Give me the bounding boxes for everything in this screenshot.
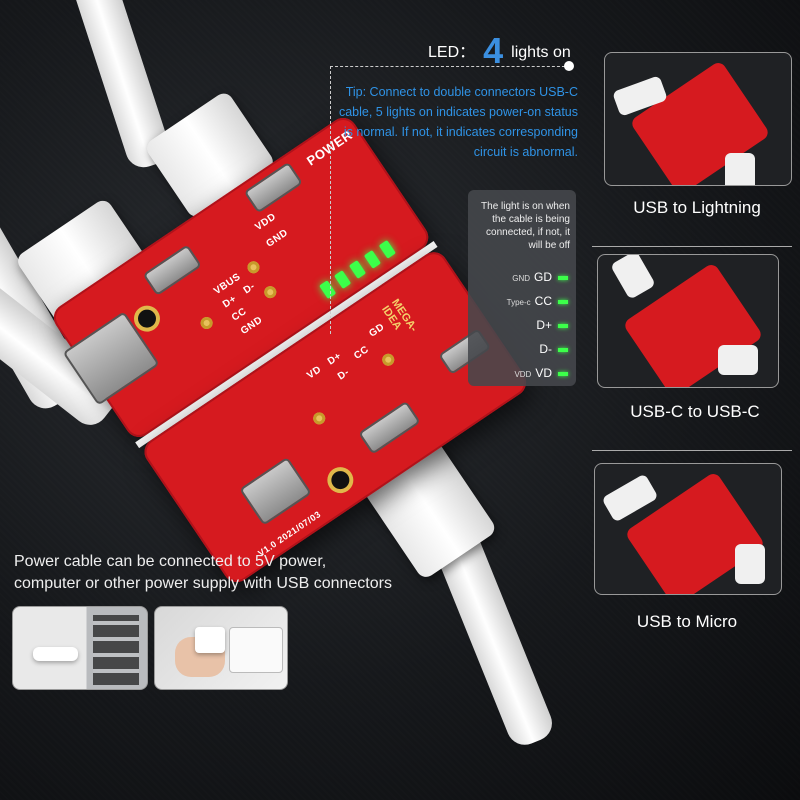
legend-row-dminus: D- [468, 342, 568, 356]
legend-description: The light is on when the cable is being … [481, 201, 570, 251]
legend-label: GD [534, 270, 552, 284]
wall-adapter-photo [154, 606, 288, 690]
pin-gd: GD [367, 321, 387, 340]
legend-prefix: GND [512, 274, 530, 283]
legend-row-gd: GND GD [468, 270, 568, 284]
led-bar [558, 275, 568, 280]
led-indicator [378, 239, 396, 259]
mode-photo-micro [594, 463, 782, 595]
mount-hole [134, 306, 160, 332]
mode-caption-usbc: USB-C to USB-C [630, 402, 760, 421]
pin-dminus: D- [241, 280, 258, 297]
power-line-1: Power cable can be connected to 5V power… [14, 553, 327, 570]
callout-line [330, 66, 570, 67]
legend-row-dplus: D+ [468, 318, 568, 332]
led-suffix: lights on [511, 44, 571, 61]
pin-gnd: GND [264, 227, 291, 250]
legend-prefix: VDD [514, 370, 532, 379]
led-bar [558, 347, 568, 352]
callout-dot [564, 61, 574, 71]
laptop-photo [12, 606, 148, 690]
mode-caption-lightning: USB to Lightning [633, 198, 761, 217]
mode-photo-usbc [597, 254, 779, 388]
power-description: Power cable can be connected to 5V power… [14, 551, 392, 595]
mode-photo-lightning [604, 52, 792, 186]
led-indicator [319, 280, 337, 300]
mode-caption-micro: USB to Micro [636, 612, 738, 631]
callout-line-vertical [330, 66, 331, 334]
legend-label: VD [535, 366, 552, 380]
divider [592, 246, 792, 247]
pin-cc-2: CC [352, 344, 372, 362]
usb-c-port-mid [142, 244, 202, 297]
tip-text: Tip: Connect to double connectors USB-C … [338, 85, 578, 159]
led-heading: LED： 4 lights on [428, 24, 571, 71]
legend-label: D+ [536, 318, 552, 332]
led-count: 4 [483, 30, 504, 71]
legend-label: CC [534, 294, 552, 308]
lightning-port [239, 456, 312, 526]
pin-vd: VD [305, 364, 324, 382]
led-indicator [348, 260, 367, 279]
pin-cc: CC [229, 305, 249, 324]
brand-logo: MEGA-IDEA [379, 296, 420, 335]
pin-dplus-2: D+ [325, 350, 344, 368]
led-bar [558, 323, 568, 328]
pad [198, 314, 215, 332]
led-bar [558, 371, 568, 376]
usb-c-port-bottom [358, 400, 421, 455]
led-bar [558, 299, 568, 304]
pad [310, 410, 328, 427]
led-label: LED： [428, 44, 476, 61]
pad [379, 351, 397, 369]
pin-vbus: VBUS [212, 271, 243, 298]
divider [592, 450, 792, 451]
pin-dplus: D+ [220, 293, 239, 311]
power-line-2: computer or other power supply with USB … [14, 575, 392, 592]
led-legend: The light is on when the cable is being … [468, 190, 576, 386]
legend-label: D- [539, 342, 552, 356]
legend-prefix: Type-c [506, 298, 531, 307]
led-indicator [363, 249, 382, 269]
pin-vdd: VDD [253, 211, 279, 234]
pin-dminus-2: D- [335, 366, 352, 383]
mount-hole [327, 467, 353, 493]
led-indicator [333, 270, 352, 289]
pad [245, 258, 262, 276]
pad [261, 283, 279, 301]
